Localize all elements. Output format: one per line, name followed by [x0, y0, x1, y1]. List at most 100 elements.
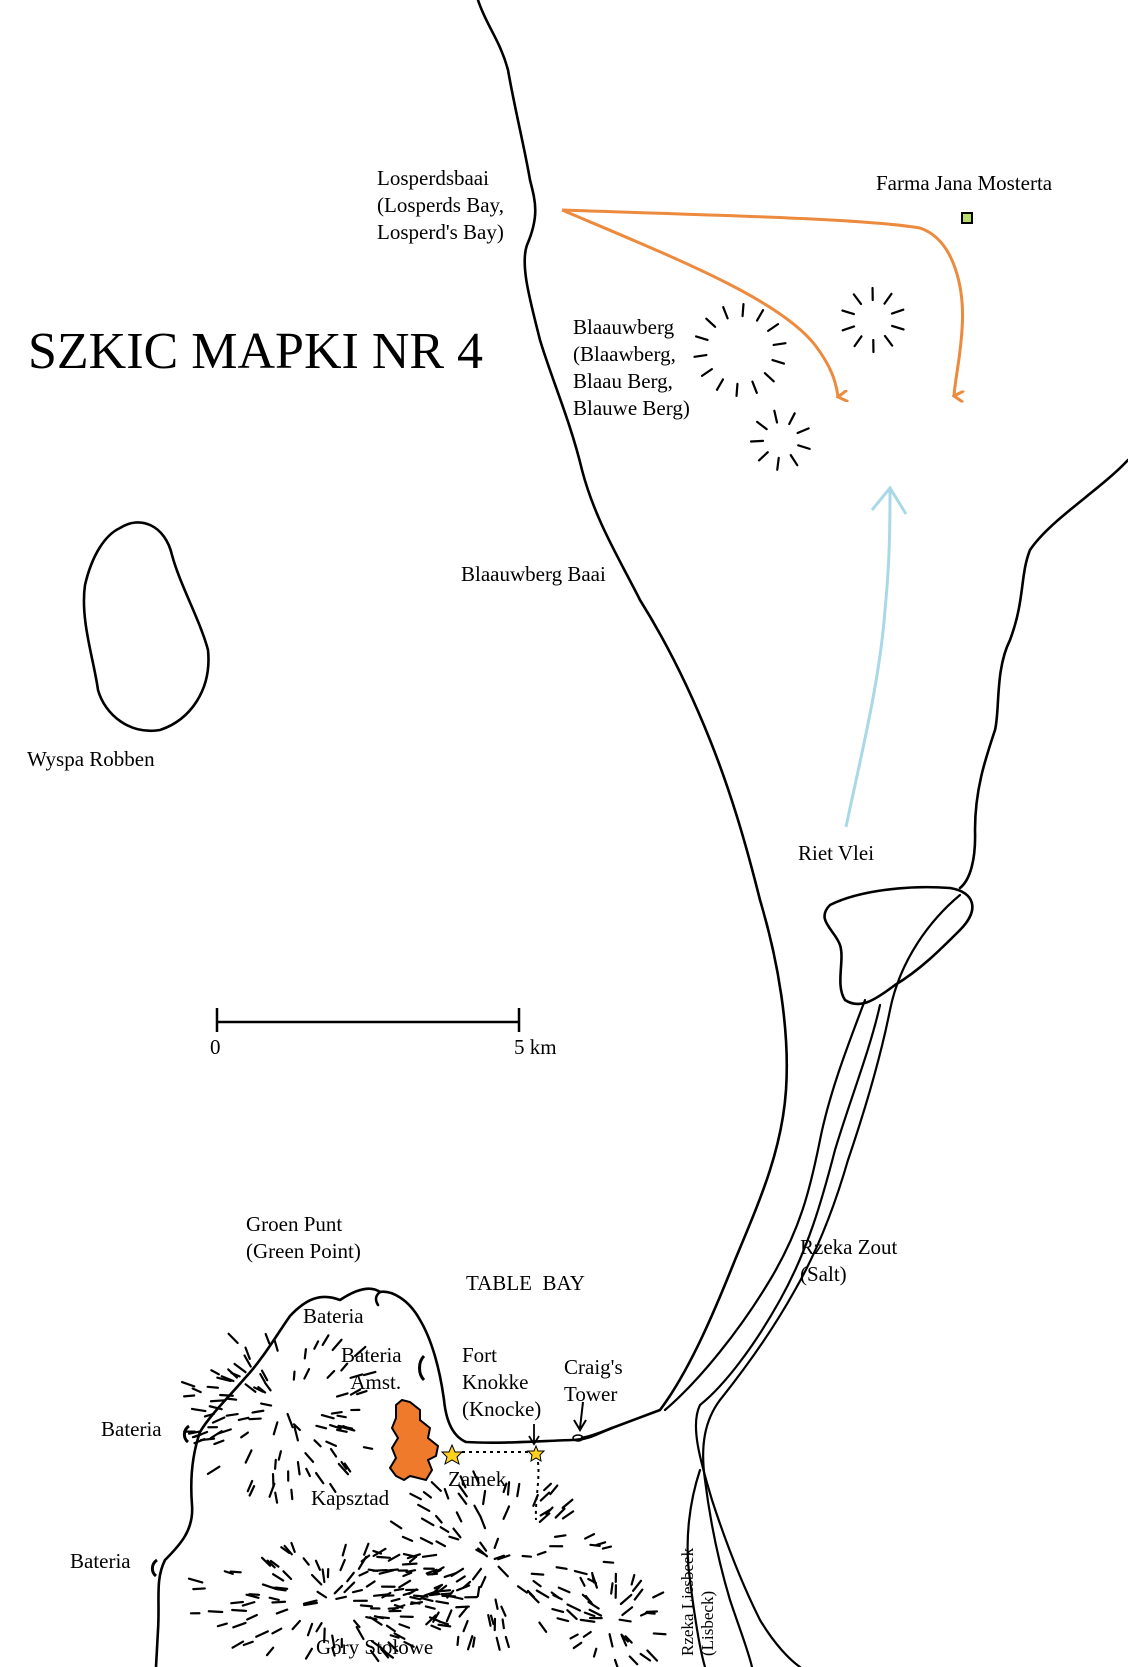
mountain-hachure: [583, 1611, 596, 1618]
mountain-hachure: [532, 1579, 542, 1588]
mountain-hachure: [241, 1601, 256, 1607]
mountain-hachure: [495, 1636, 501, 1651]
mountain-hachure: [506, 1481, 511, 1496]
mountain-hachure: [589, 1543, 601, 1547]
mountain-hachure: [592, 1647, 598, 1658]
mountain-hachure: [408, 1555, 418, 1563]
mountain-hachure: [500, 1605, 507, 1617]
mountain-hachure: [325, 1440, 338, 1447]
mountain-hachure: [389, 1634, 400, 1639]
mountain-hachure: [402, 1591, 414, 1597]
mountain-hachure: [269, 1559, 280, 1568]
mountain-hachure: [409, 1601, 424, 1606]
mountain-hachure: [306, 1622, 314, 1637]
mountain-hachure: [620, 1634, 628, 1647]
mountain-hachure: [346, 1571, 355, 1583]
mountain-hachure: [425, 1614, 437, 1626]
mountain-hachure: [303, 1348, 307, 1360]
hill-hachure: [789, 454, 799, 467]
hill-hachure: [751, 380, 758, 394]
mountain-hachure: [351, 1588, 364, 1594]
battery-icon: [150, 1558, 158, 1578]
mountain-hachure: [255, 1630, 269, 1638]
mountain-hachure: [271, 1627, 283, 1635]
mountain-hachure: [601, 1545, 613, 1550]
mountain-hachure: [237, 1416, 250, 1422]
mountain-hachure: [439, 1526, 450, 1534]
label-kapsztad: Kapsztad: [311, 1486, 390, 1510]
mountain-hachure: [535, 1589, 550, 1599]
mountain-hachure: [458, 1606, 469, 1618]
label-riet-vlei: Riet Vlei: [798, 841, 875, 865]
mountain-hachure: [455, 1575, 466, 1583]
mountain-hachure: [211, 1416, 226, 1424]
mountain-hachure: [445, 1609, 453, 1623]
mountain-hachure: [532, 1493, 539, 1507]
mountain-hachure: [435, 1540, 447, 1548]
mountain-hachure: [472, 1470, 480, 1485]
mountain-hachure: [618, 1618, 632, 1623]
mountain-hachure: [343, 1581, 356, 1594]
mountain-hachure: [652, 1632, 667, 1636]
mountain-hachure: [477, 1547, 489, 1558]
hill-hachure: [715, 378, 725, 391]
mountain-hachure: [358, 1570, 369, 1577]
mountain-hachure: [389, 1520, 403, 1530]
mountain-hachure: [378, 1615, 390, 1620]
mountain-hachure: [244, 1383, 257, 1393]
mountain-hachure: [502, 1505, 511, 1520]
mountain-hachure: [440, 1592, 453, 1596]
mountain-hachure: [493, 1554, 506, 1561]
label-robben: Wyspa Robben: [27, 747, 155, 771]
town-kapsztad-area: [388, 1398, 440, 1482]
mountain-hachure: [561, 1498, 574, 1509]
mountain-hachure: [402, 1571, 413, 1578]
mountain-hachure: [290, 1541, 296, 1553]
mountain-hachure: [501, 1618, 505, 1630]
mountain-hachure: [613, 1658, 619, 1667]
battery-icon: [418, 1354, 426, 1382]
star-icon: [526, 1444, 546, 1462]
mountain-hachure: [390, 1597, 401, 1603]
mountain-hachure: [355, 1389, 368, 1396]
mountain-hachure: [207, 1610, 224, 1614]
mountain-hachure: [286, 1412, 294, 1429]
mountain-hachure: [487, 1613, 492, 1627]
label-zout: Rzeka Zout (Salt): [800, 1235, 898, 1286]
mountain-hachure: [335, 1595, 347, 1601]
mountain-hachure: [242, 1640, 254, 1647]
scale-label-start: 0: [210, 1035, 221, 1059]
farm-marker-icon: [961, 212, 973, 224]
mountain-hachure: [337, 1424, 354, 1430]
mountain-hachure: [271, 1600, 287, 1604]
mountain-hachure: [340, 1460, 348, 1470]
mountain-hachure: [497, 1565, 509, 1578]
hill-hachure: [767, 323, 780, 332]
mountain-hachure: [329, 1423, 342, 1430]
mountain-hachure: [355, 1625, 365, 1641]
mountain-hachure: [240, 1431, 249, 1439]
map-title: SZKIC MAPKI NR 4: [28, 323, 484, 380]
mountain-hachure: [282, 1570, 293, 1581]
mountain-hachure: [557, 1586, 571, 1594]
mountain-hachure: [303, 1601, 318, 1607]
hill-hachure: [763, 372, 775, 383]
mountain-hachure: [497, 1554, 511, 1561]
mountain-hachure: [315, 1622, 323, 1633]
mountain-hachure: [393, 1632, 406, 1640]
mountain-hachure: [425, 1568, 438, 1575]
hill-hachure: [841, 325, 856, 332]
mountain-hachure: [349, 1373, 364, 1379]
mountain-hachure: [210, 1369, 220, 1376]
mountain-hachure: [466, 1635, 474, 1651]
pointer-arrow-icon: [573, 1401, 587, 1432]
mountain-hachure: [595, 1541, 607, 1547]
mountain-hachure: [231, 1608, 248, 1612]
mountain-hachure: [248, 1593, 261, 1596]
hill-hachure: [891, 324, 905, 331]
mountain-hachure: [550, 1591, 560, 1599]
mountain-hachure: [223, 1570, 234, 1575]
hill-hachure: [694, 335, 709, 342]
river-zout-2: [694, 1003, 882, 1667]
mountain-hachure: [624, 1635, 633, 1644]
